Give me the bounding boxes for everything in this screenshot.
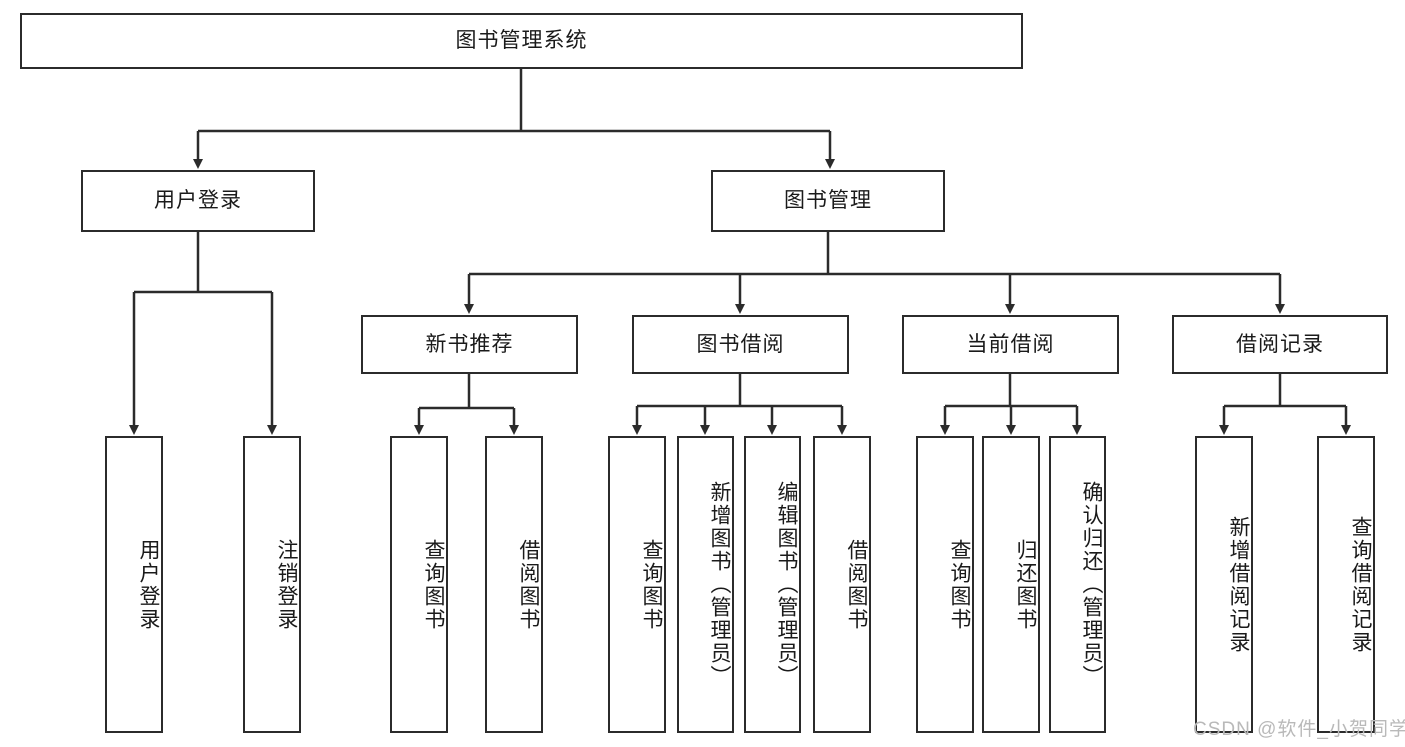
leaf-edit-book-admin[interactable]: 编辑图书（管理员） [744,436,801,733]
node-book-management[interactable]: 图书管理 [711,170,945,232]
node-root-label: 图书管理系统 [455,29,588,53]
leaf-query-book-recommend[interactable]: 查询图书 [390,436,448,733]
node-book-management-label: 图书管理 [784,189,872,213]
node-user-login[interactable]: 用户登录 [81,170,315,232]
leaf-borrow-book-recommend[interactable]: 借阅图书 [485,436,543,733]
node-current-borrow[interactable]: 当前借阅 [902,315,1119,374]
leaf-logout[interactable]: 注销登录 [243,436,301,733]
leaf-add-borrow-record-label: 新增借阅记录 [1227,515,1250,654]
leaf-confirm-return-admin-label: 确认归还（管理员） [1080,481,1103,688]
node-root[interactable]: 图书管理系统 [20,13,1023,69]
leaf-user-login[interactable]: 用户登录 [105,436,163,733]
leaf-add-borrow-record[interactable]: 新增借阅记录 [1195,436,1253,733]
leaf-return-book-label: 归还图书 [1014,538,1037,631]
leaf-query-book-borrow-label: 查询图书 [640,538,663,631]
leaf-user-login-label: 用户登录 [137,538,160,631]
leaf-add-book-admin[interactable]: 新增图书（管理员） [677,436,734,733]
node-book-borrow[interactable]: 图书借阅 [632,315,849,374]
leaf-logout-label: 注销登录 [275,538,298,631]
node-book-borrow-label: 图书借阅 [696,332,785,356]
leaf-query-book-borrow[interactable]: 查询图书 [608,436,666,733]
leaf-query-book-current-label: 查询图书 [948,538,971,631]
leaf-return-book[interactable]: 归还图书 [982,436,1040,733]
leaf-borrow-book-recommend-label: 借阅图书 [517,538,540,631]
leaf-query-book-recommend-label: 查询图书 [422,538,445,631]
leaf-query-book-current[interactable]: 查询图书 [916,436,974,733]
node-current-borrow-label: 当前借阅 [966,332,1055,356]
node-new-book-recommend-label: 新书推荐 [425,332,514,356]
node-user-login-label: 用户登录 [154,189,242,213]
node-new-book-recommend[interactable]: 新书推荐 [361,315,578,374]
node-borrow-record[interactable]: 借阅记录 [1172,315,1388,374]
leaf-confirm-return-admin[interactable]: 确认归还（管理员） [1049,436,1106,733]
leaf-query-borrow-record-label: 查询借阅记录 [1349,515,1372,654]
leaf-borrow-book-label: 借阅图书 [845,538,868,631]
leaf-edit-book-admin-label: 编辑图书（管理员） [775,481,798,688]
leaf-add-book-admin-label: 新增图书（管理员） [708,481,731,688]
leaf-borrow-book[interactable]: 借阅图书 [813,436,871,733]
watermark-text: CSDN @软件_小贺同学 [1193,719,1405,740]
leaf-query-borrow-record[interactable]: 查询借阅记录 [1317,436,1375,733]
node-borrow-record-label: 借阅记录 [1236,332,1324,356]
